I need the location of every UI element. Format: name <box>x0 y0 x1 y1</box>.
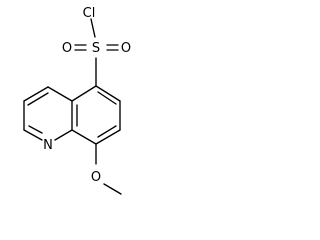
bond-c8-c8a <box>71 129 97 145</box>
bond-c7-c8-outer <box>95 129 121 145</box>
bond-c5-c6-inner <box>97 91 117 105</box>
bond-c5-c6-outer <box>95 85 121 102</box>
bond-ether-o-methyl <box>103 183 122 195</box>
atom-label-oxygen-left: O <box>62 41 72 56</box>
bond-s-cl <box>90 18 96 38</box>
atom-label-oxygen-right: O <box>121 41 131 56</box>
bond-c4-c3 <box>23 86 49 102</box>
bond-c4a-c4 <box>47 86 73 102</box>
bond-c2-n1 <box>23 129 43 141</box>
molecule-drawing: Cl S O O N O <box>23 6 131 195</box>
atom-label-ether-oxygen: O <box>91 170 101 185</box>
bond-c7-c8-inner <box>97 125 117 138</box>
bond-c4-c3-inner <box>27 92 49 106</box>
atom-label-sulfur: S <box>92 41 100 56</box>
atom-label-nitrogen: N <box>43 138 53 153</box>
bond-c4a-c5 <box>71 85 97 102</box>
chemical-structure-diagram: Cl S O O N O <box>0 0 156 233</box>
bond-n1-c8a <box>54 129 73 141</box>
bond-c2-n1-inner <box>28 125 43 134</box>
atom-label-chlorine: Cl <box>83 6 96 21</box>
